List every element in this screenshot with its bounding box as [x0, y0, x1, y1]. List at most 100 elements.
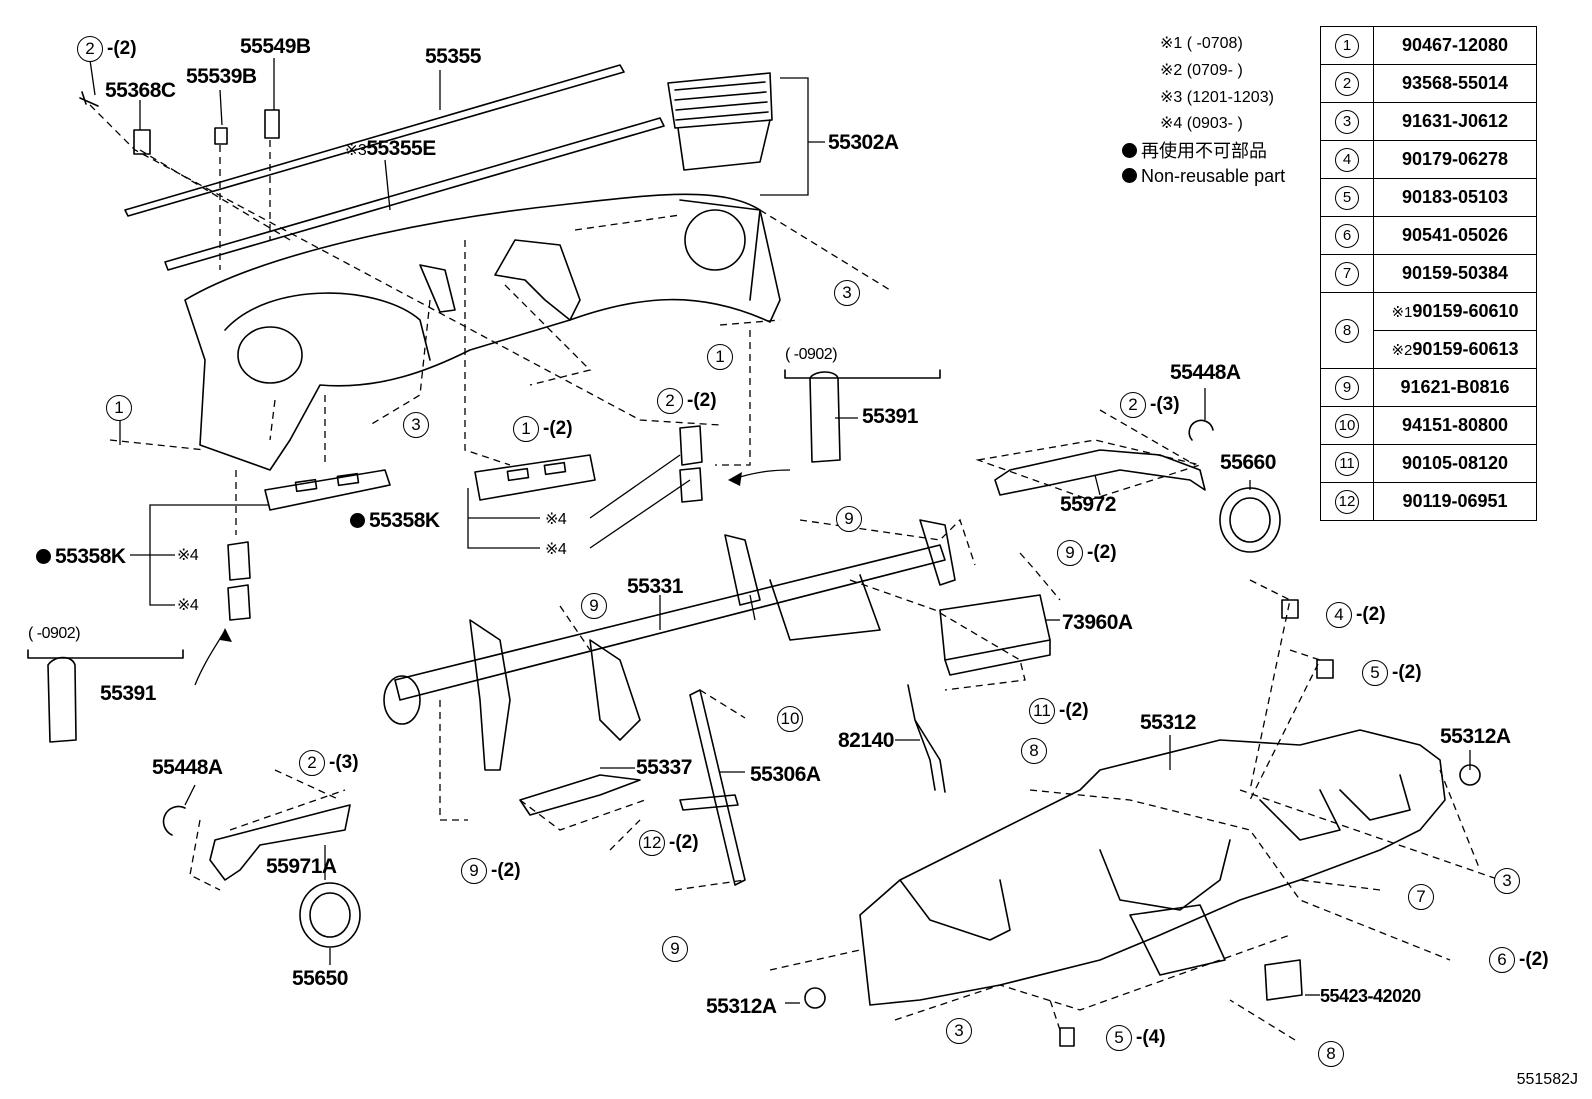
ref-number: 8: [1335, 318, 1359, 343]
callout-9: 9: [836, 506, 862, 532]
callout-3: 3: [403, 412, 429, 438]
callout-quantity: -(2): [1087, 542, 1117, 563]
callout-quantity: -(3): [329, 752, 359, 773]
callout-quantity: -(2): [687, 390, 717, 411]
table-row: 10 94151-80800: [1320, 406, 1537, 445]
part-label-73960a: 73960A: [1062, 611, 1133, 634]
callout-12: 12: [639, 830, 665, 856]
range-label-55391-right: ( -0902): [785, 346, 838, 363]
callout-quantity: -(2): [491, 860, 521, 881]
ref-number: 1: [1335, 33, 1359, 58]
part-label-55423-42020: 55423-42020: [1320, 986, 1421, 1006]
table-row: ※290159-60613: [1321, 330, 1537, 369]
part-number: 93568-55014: [1373, 64, 1537, 103]
note-4: ※4 (0903- ): [1160, 115, 1243, 132]
ref-number: 12: [1335, 489, 1359, 514]
callout-quantity: -(2): [543, 418, 573, 439]
part-number: 90119-06951: [1373, 482, 1537, 521]
ref-number: 4: [1335, 147, 1359, 172]
callout-1: 1: [707, 344, 733, 370]
part-number: ※190159-60610: [1373, 292, 1537, 331]
note-2: ※2 (0709- ): [1160, 62, 1243, 79]
part-number: 94151-80800: [1373, 406, 1537, 445]
part-number: 90467-12080: [1373, 26, 1537, 65]
callout-quantity: -(2): [1059, 700, 1089, 721]
callout-1: 1: [106, 395, 132, 421]
part-label-55358k-center: 55358K: [350, 510, 440, 531]
callout-6: 6: [1489, 947, 1515, 973]
callout-2: 2: [1120, 392, 1146, 418]
non-reusable-note-jp: 再使用不可部品: [1122, 142, 1267, 160]
ref-number: 7: [1335, 261, 1359, 286]
part-label-55302a: 55302A: [828, 131, 899, 154]
ref-number: 10: [1335, 413, 1359, 438]
note-mark-4: ※4: [545, 541, 567, 558]
callout-quantity: -(2): [107, 38, 137, 59]
table-row: 2 93568-55014: [1320, 64, 1537, 103]
part-label-55312: 55312: [1140, 711, 1196, 734]
table-row: 4 90179-06278: [1320, 140, 1537, 179]
note-3: ※3 (1201-1203): [1160, 89, 1274, 106]
part-label-55306a: 55306A: [750, 763, 821, 786]
callout-7: 7: [1408, 884, 1434, 910]
callout-1: 1: [513, 416, 539, 442]
callout-quantity: -(2): [1519, 949, 1549, 970]
part-label-55448a-left: 55448A: [152, 756, 223, 779]
callout-8: 8: [1318, 1041, 1344, 1067]
part-number: ※290159-60613: [1373, 330, 1537, 369]
part-number: 90183-05103: [1373, 178, 1537, 217]
callout-11: 11: [1029, 698, 1055, 724]
table-row: 9 91621-B0816: [1320, 368, 1537, 407]
part-label-55391-left: 55391: [100, 682, 156, 705]
ref-number: 5: [1335, 185, 1359, 210]
ref-number: 6: [1335, 223, 1359, 248]
part-label-55972: 55972: [1060, 493, 1116, 516]
callout-2: 2: [657, 388, 683, 414]
non-reusable-note-en: Non-reusable part: [1122, 167, 1285, 185]
note-mark-4: ※4: [177, 547, 199, 564]
ref-number: 3: [1335, 109, 1359, 134]
table-row: 12 90119-06951: [1320, 482, 1537, 521]
part-label-55971a: 55971A: [266, 855, 337, 878]
callout-5: 5: [1362, 660, 1388, 686]
callout-5: 5: [1106, 1025, 1132, 1051]
callout-9: 9: [662, 936, 688, 962]
part-label-55312a-bottom: 55312A: [706, 995, 777, 1018]
part-label-55549b: 55549B: [240, 35, 311, 58]
callout-9: 9: [461, 858, 487, 884]
callout-10: 10: [777, 706, 803, 732]
part-label-55355: 55355: [425, 45, 481, 68]
part-label-55391-right: 55391: [862, 405, 918, 428]
non-reusable-dot-icon: [1122, 168, 1137, 183]
callout-3: 3: [1494, 868, 1520, 894]
part-label-55358k-left: 55358K: [36, 546, 126, 567]
callout-3: 3: [834, 280, 860, 306]
callout-quantity: -(2): [1356, 604, 1386, 625]
non-reusable-dot-icon: [350, 513, 365, 528]
part-number: 91621-B0816: [1373, 368, 1537, 407]
ref-number: 2: [1335, 71, 1359, 96]
callout-9: 9: [581, 593, 607, 619]
part-number: 90179-06278: [1373, 140, 1537, 179]
callout-4: 4: [1326, 602, 1352, 628]
ref-number: 9: [1335, 375, 1359, 400]
note-mark-4: ※4: [177, 597, 199, 614]
part-label-55368c: 55368C: [105, 79, 176, 102]
ref-number: 11: [1335, 451, 1359, 476]
callout-2: 2: [77, 36, 103, 62]
callout-3: 3: [946, 1018, 972, 1044]
part-label-55337: 55337: [636, 756, 692, 779]
table-row: 8 ※190159-60610: [1320, 292, 1537, 369]
callout-quantity: -(2): [1392, 662, 1422, 683]
non-reusable-dot-icon: [36, 549, 51, 564]
non-reusable-dot-icon: [1122, 143, 1137, 158]
part-label-55448a-right: 55448A: [1170, 361, 1241, 384]
callout-2: 2: [299, 750, 325, 776]
part-label-82140: 82140: [838, 729, 894, 752]
